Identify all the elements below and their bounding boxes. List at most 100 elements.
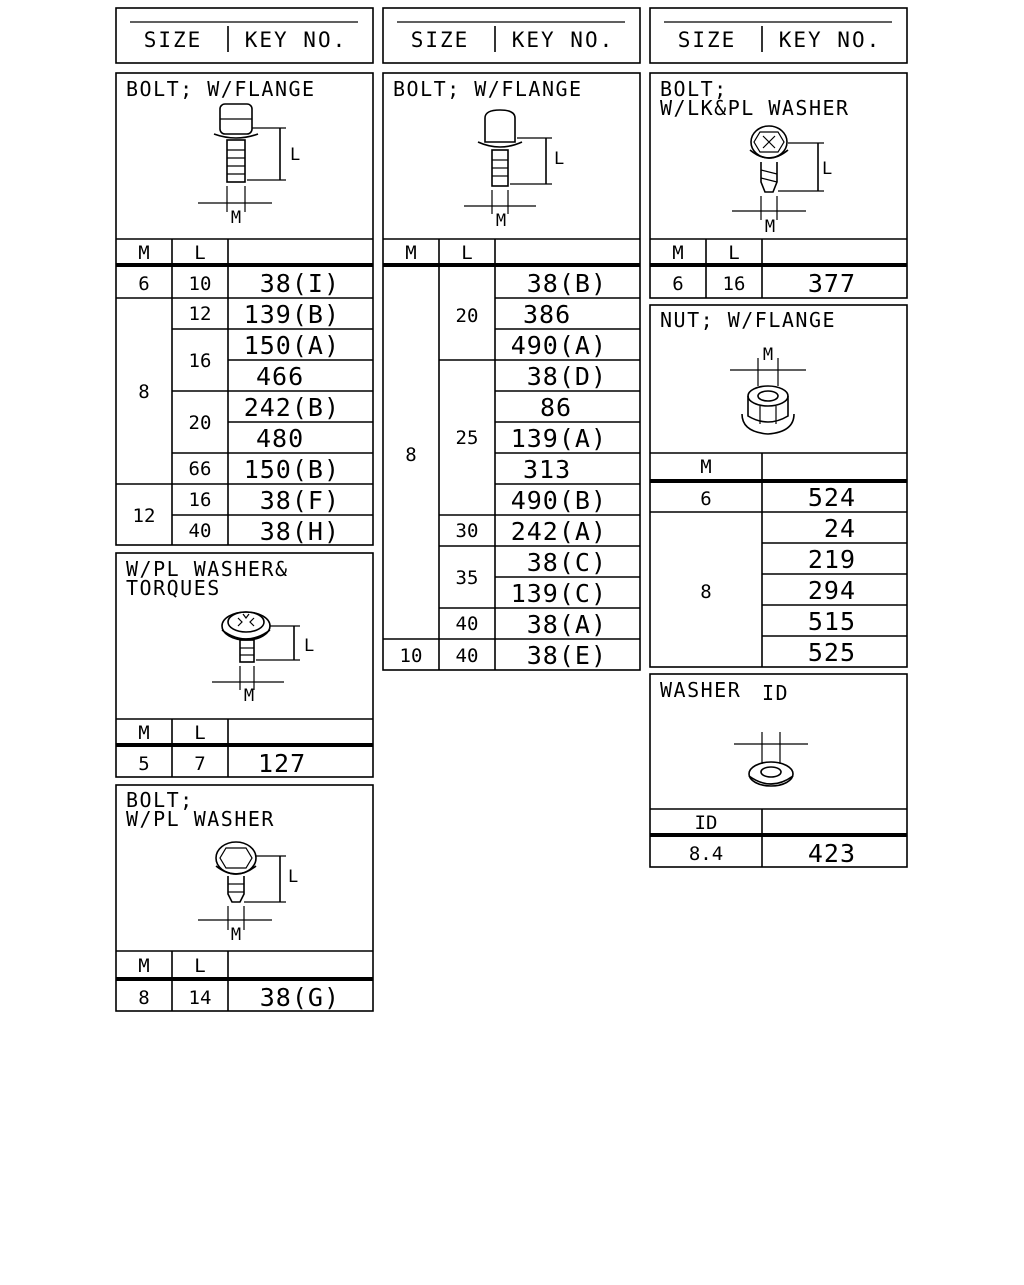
key-cell: 38(B)	[527, 269, 607, 298]
bolt-lk-pl-washer-section: BOLT; W/LK&PL WASHER L M M L 6 16 377	[649, 72, 908, 299]
col-m-header: M	[138, 722, 149, 744]
dim-l-label: L	[288, 867, 298, 887]
key-cell: 386	[523, 300, 571, 329]
key-cell: 38(I)	[260, 269, 340, 298]
size-header: SIZE	[678, 28, 737, 52]
l-cell: 40	[456, 613, 479, 635]
l-cell: 35	[456, 567, 479, 589]
section-title-line2: TORQUES	[126, 576, 221, 600]
washer-icon	[734, 732, 808, 787]
dim-m-label: M	[765, 217, 775, 237]
key-cell: 515	[808, 607, 856, 636]
l-cell: 10	[189, 273, 212, 295]
section-title: WASHER	[660, 678, 741, 702]
key-no-header: KEY NO.	[779, 28, 882, 52]
l-cell: 12	[189, 303, 212, 325]
dim-m-label: M	[244, 686, 254, 706]
key-no-header: KEY NO.	[512, 28, 615, 52]
key-cell: 139(B)	[244, 300, 340, 329]
key-cell: 139(A)	[511, 424, 607, 453]
l-cell: 25	[456, 427, 479, 449]
l-cell: 20	[189, 412, 212, 434]
key-cell: 86	[540, 393, 572, 422]
key-cell: 525	[808, 638, 856, 667]
m-cell: 6	[138, 273, 149, 295]
m-cell: 6	[672, 273, 683, 295]
l-cell: 16	[189, 350, 212, 372]
dim-l-label: L	[290, 145, 300, 165]
key-cell: 490(A)	[511, 331, 607, 360]
flange-nut-icon: M	[730, 345, 806, 435]
id-cell: 8.4	[689, 843, 723, 865]
key-cell: 219	[808, 545, 856, 574]
col-id-header: ID	[695, 812, 718, 834]
col-l-header: L	[194, 722, 205, 744]
m-cell: 8	[405, 444, 416, 466]
key-cell: 480	[256, 424, 304, 453]
section-title-line1: W/PL WASHER&	[126, 557, 289, 581]
dim-m-label: M	[496, 211, 506, 231]
key-cell: 38(E)	[527, 641, 607, 670]
key-cell: 242(A)	[511, 517, 607, 546]
m-cell: 8	[138, 381, 149, 403]
l-cell: 16	[189, 489, 212, 511]
dim-m-label: M	[231, 208, 241, 228]
flange-bolt-icon: L M	[198, 103, 300, 228]
hex-washer-bolt-icon: L M	[198, 841, 298, 945]
wpl-torques-section: W/PL WASHER& TORQUES L M M L 5 7 127	[115, 552, 374, 778]
section-title-line1: BOLT;	[660, 77, 728, 101]
key-no-header: KEY NO.	[245, 28, 348, 52]
flange-bolt-icon: L M	[464, 109, 564, 231]
key-cell: 38(A)	[527, 610, 607, 639]
m-cell: 5	[138, 753, 149, 775]
key-cell: 377	[808, 269, 856, 298]
col-l-header: L	[194, 955, 205, 977]
key-cell: 490(B)	[511, 486, 607, 515]
nut-flange-section: NUT; W/FLANGE M M 6 8 524 24 219 294 515…	[649, 304, 908, 668]
bolt-flange-section-1: BOLT; W/FLANGE L M	[115, 72, 374, 546]
key-cell: 38(F)	[260, 486, 340, 515]
key-cell: 150(B)	[244, 455, 340, 484]
l-cell: 66	[189, 458, 212, 480]
m-cell: 8	[138, 987, 149, 1009]
section-title-line1: BOLT;	[126, 788, 194, 812]
m-cell: 8	[700, 581, 711, 603]
header-col2: SIZE KEY NO.	[382, 7, 641, 64]
m-cell: 6	[700, 488, 711, 510]
section-title-line2: W/PL WASHER	[126, 807, 275, 831]
col-l-header: L	[461, 242, 472, 264]
section-title-line2: W/LK&PL WASHER	[660, 96, 850, 120]
l-cell: 16	[723, 273, 746, 295]
key-cell: 313	[523, 455, 571, 484]
col-l-header: L	[728, 242, 739, 264]
col-m-header: M	[672, 242, 683, 264]
col-l-header: L	[194, 242, 205, 264]
section-title: NUT; W/FLANGE	[660, 308, 836, 332]
key-cell: 423	[808, 839, 856, 868]
l-cell: 40	[189, 520, 212, 542]
washer-id-label: ID	[762, 681, 789, 705]
l-cell: 30	[456, 520, 479, 542]
key-cell: 466	[256, 362, 304, 391]
hex-lock-washer-bolt-icon: L M	[732, 125, 832, 237]
key-cell: 38(D)	[527, 362, 607, 391]
dim-m-label: M	[231, 925, 241, 945]
washer-section: WASHER ID ID 8.4 423	[649, 673, 908, 868]
dim-l-label: L	[822, 159, 832, 179]
key-cell: 524	[808, 483, 856, 512]
bolt-flange-section-2: BOLT; W/FLANGE L M	[382, 72, 641, 671]
col-m-header: M	[700, 456, 711, 478]
m-cell: 10	[400, 645, 423, 667]
header-col3: SIZE KEY NO.	[649, 7, 908, 64]
col-m-header: M	[405, 242, 416, 264]
key-cell: 38(H)	[260, 517, 340, 546]
key-cell: 24	[824, 514, 856, 543]
size-header: SIZE	[411, 28, 470, 52]
m-cell: 12	[133, 505, 156, 527]
section-title: BOLT; W/FLANGE	[393, 77, 583, 101]
l-cell: 14	[189, 987, 212, 1009]
col-m-header: M	[138, 955, 149, 977]
key-cell: 127	[258, 749, 306, 778]
torx-bolt-icon: L M	[212, 611, 314, 706]
